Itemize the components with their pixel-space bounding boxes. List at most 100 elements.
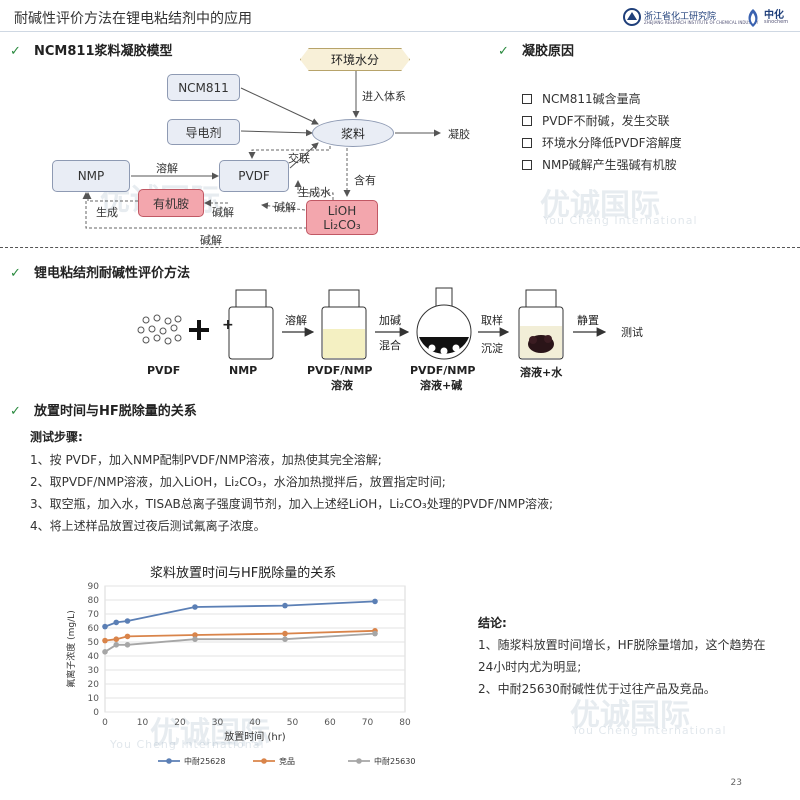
data-point bbox=[192, 632, 198, 638]
plus-icon bbox=[189, 320, 209, 340]
step-mix: 混合 bbox=[379, 339, 401, 352]
node-conductive-agent: 导电剂 bbox=[167, 119, 240, 145]
arrow-ncm-slurry bbox=[240, 87, 319, 125]
y-tick-label: 80 bbox=[88, 596, 100, 606]
header-divider bbox=[0, 31, 800, 32]
logo-subtext: ZHEJIANG RESEARCH INSTITUTE OF CHEMICAL … bbox=[644, 20, 759, 25]
arrow-pvdf-slurry bbox=[289, 142, 319, 169]
x-tick-label: 60 bbox=[324, 718, 336, 728]
data-point bbox=[113, 636, 120, 642]
watermark: 优诚国际 bbox=[150, 716, 270, 751]
y-tick-label: 70 bbox=[88, 610, 100, 620]
process-diagram bbox=[137, 287, 607, 360]
data-point bbox=[124, 618, 131, 624]
arrow-crosslink bbox=[248, 146, 331, 159]
y-axis-label: 氟离子浓度 (mg/L) bbox=[65, 610, 77, 687]
x-tick-label: 20 bbox=[174, 718, 186, 728]
arrow-conductive-slurry bbox=[240, 129, 313, 137]
step-still: 静置 bbox=[577, 314, 599, 327]
check-icon: ✓ bbox=[10, 44, 21, 59]
section3-heading: ✓ 放置时间与HF脱除量的关系 bbox=[10, 400, 197, 419]
section2-title: 锂电粘结剂耐碱性评价方法 bbox=[34, 266, 191, 281]
arrow-gen-water bbox=[294, 180, 334, 200]
legend-label: 中耐25630 bbox=[374, 756, 415, 766]
data-point bbox=[124, 633, 131, 640]
data-point bbox=[282, 602, 288, 609]
y-tick-label: 20 bbox=[88, 680, 100, 690]
section3-title: 放置时间与HF脱除量的关系 bbox=[34, 404, 197, 419]
legend-marker bbox=[356, 758, 362, 764]
node-slurry: 浆料 bbox=[312, 119, 394, 147]
step-dissolve: 溶解 bbox=[285, 314, 307, 327]
x-tick-label: 50 bbox=[287, 718, 299, 728]
arrow-alkali-pvdf bbox=[261, 202, 306, 211]
node-lioh-li2co3: LiOH Li₂CO₃ bbox=[306, 200, 378, 235]
checkbox-icon bbox=[522, 137, 532, 148]
data-point bbox=[282, 636, 288, 642]
data-point bbox=[113, 642, 120, 648]
step-add-alkali: 加碱 bbox=[379, 314, 401, 327]
watermark-sub: You Cheng International bbox=[543, 214, 698, 227]
conclusion-title: 结论: bbox=[478, 616, 507, 630]
node-nmp: NMP bbox=[52, 160, 130, 192]
x-tick-label: 70 bbox=[362, 718, 374, 728]
label-nmp: NMP bbox=[229, 364, 258, 377]
node-env-water: 环境水分 bbox=[300, 48, 410, 71]
node-pvdf: PVDF bbox=[219, 160, 289, 192]
label-alkali3: 碱解 bbox=[200, 234, 222, 247]
label-solution1: PVDF/NMP bbox=[307, 364, 373, 377]
legend-marker bbox=[261, 758, 267, 764]
y-tick-label: 40 bbox=[88, 652, 100, 662]
step-line: 4、将上述样品放置过夜后测试氟离子浓度。 bbox=[30, 519, 266, 533]
checkbox-icon bbox=[522, 159, 532, 170]
plus-sign: + bbox=[222, 317, 234, 333]
plot-area bbox=[104, 585, 406, 713]
data-point bbox=[372, 598, 378, 605]
reasons-title: 凝胶原因 bbox=[522, 44, 575, 59]
x-tick-label: 40 bbox=[249, 718, 261, 728]
reason-text: PVDF不耐碱，发生交联 bbox=[542, 114, 670, 128]
step-test: 测试 bbox=[621, 326, 643, 339]
pvdf-powder-icon bbox=[137, 314, 182, 345]
x-axis-label: 放置时间 (hr) bbox=[224, 730, 286, 743]
legend-marker bbox=[166, 758, 172, 764]
y-tick-label: 90 bbox=[88, 582, 100, 592]
data-point bbox=[192, 604, 198, 610]
data-point bbox=[282, 630, 288, 637]
reason-item: NMP碱解产生强碱有机胺 bbox=[522, 156, 677, 173]
check-icon: ✓ bbox=[10, 266, 21, 281]
step-settle: 沉淀 bbox=[481, 342, 503, 355]
round-flask-icon bbox=[416, 287, 472, 360]
label-alkali1: 碱解 bbox=[212, 206, 234, 219]
data-point bbox=[192, 636, 198, 642]
step-line: 2、取PVDF/NMP溶液，加入LiOH，Li₂CO₃，水浴加热搅拌后，放置指定… bbox=[30, 475, 446, 489]
watermark-sub: You Cheng International bbox=[110, 738, 265, 751]
label-gen-water: 生成水 bbox=[298, 186, 331, 199]
reason-text: 环境水分降低PVDF溶解度 bbox=[542, 136, 682, 150]
checkbox-icon bbox=[522, 93, 532, 104]
lioh-label: LiOH bbox=[327, 203, 357, 218]
label-solution2: PVDF/NMP bbox=[410, 364, 476, 377]
arrow-generate bbox=[84, 192, 138, 202]
reason-item: 环境水分降低PVDF溶解度 bbox=[522, 134, 682, 151]
section1-heading: ✓ NCM811浆料凝胶模型 bbox=[10, 40, 173, 59]
zhejiang-institute-logo: 浙江省化工研究院 ZHEJIANG RESEARCH INSTITUTE OF … bbox=[622, 6, 758, 28]
label-pvdf: PVDF bbox=[147, 364, 181, 377]
x-tick-label: 10 bbox=[137, 718, 149, 728]
institute-emblem-icon bbox=[623, 8, 641, 26]
legend-label: 中耐25628 bbox=[184, 756, 225, 766]
data-point bbox=[124, 642, 131, 648]
y-tick-label: 50 bbox=[88, 638, 100, 648]
y-tick-label: 0 bbox=[93, 708, 99, 718]
x-tick-label: 0 bbox=[102, 718, 108, 728]
data-point bbox=[102, 637, 108, 644]
page-number: 23 bbox=[730, 778, 742, 788]
label-alkali2: 碱解 bbox=[274, 201, 296, 214]
label-dissolve: 溶解 bbox=[156, 162, 178, 175]
precipitate-bottle-icon bbox=[518, 289, 564, 360]
legend-label: 竞品 bbox=[279, 756, 295, 766]
reason-text: NCM811碱含量高 bbox=[542, 92, 641, 106]
logo-text: 浙江省化工研究院 bbox=[644, 12, 717, 22]
reason-text: NMP碱解产生强碱有机胺 bbox=[542, 158, 677, 172]
